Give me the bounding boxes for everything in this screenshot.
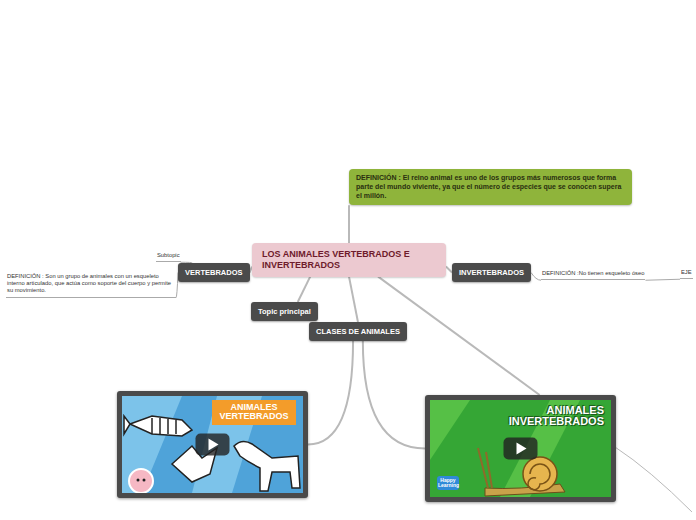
video-thumbnail: ANIMALES VERTEBRADOS (117, 391, 308, 498)
node-text: INVERTEBRADOS (459, 268, 524, 277)
thumbnail-title: ANIMALES VERTEBRADOS (212, 400, 296, 425)
subtopic-text: EJE (680, 268, 693, 279)
connector (308, 341, 353, 445)
node-text: VERTEBRADOS (185, 268, 243, 277)
node-text: CLASES DE ANIMALES (316, 327, 400, 336)
definition-text: DEFINICIÓN :No tienen esqueleto óseo (541, 269, 645, 280)
topic-box: Topic principal (251, 302, 318, 321)
topic-box: CLASES DE ANIMALES (309, 322, 407, 341)
node-text: DEFINICIÓN : El reino animal es uno de l… (356, 174, 625, 200)
subtopic-text: Subtopic (156, 251, 181, 262)
central-topic: LOS ANIMALES VERTEBRADOS E INVERTEBRADOS (252, 243, 446, 277)
node-text: Topic principal (258, 307, 311, 316)
connector (348, 205, 350, 243)
connector (363, 341, 425, 449)
video-thumbnail: ANIMALES INVERTEBRADOS Happy Learning (425, 395, 616, 502)
connector (645, 279, 680, 280)
definition-box: DEFINICIÓN : El reino animal es uno de l… (349, 169, 632, 205)
topic-box: INVERTEBRADOS (452, 263, 531, 282)
node-text: DEFINICIÓN : Son un grupo de animales co… (7, 273, 175, 295)
node-text: LOS ANIMALES VERTEBRADOS E INVERTEBRADOS (262, 249, 436, 271)
play-button (504, 438, 538, 460)
thumbnail-title: ANIMALES INVERTEBRADOS (474, 405, 604, 427)
leader-line (615, 447, 692, 512)
node-text: DEFINICIÓN :No tienen esqueleto óseo (542, 270, 644, 277)
connector (298, 277, 310, 302)
play-button (196, 434, 230, 456)
connector (531, 273, 541, 281)
connector (349, 277, 358, 322)
thumbnail-title: Happy Learning (437, 476, 459, 490)
topic-box: VERTEBRADOS (178, 263, 250, 282)
definition-text: DEFINICIÓN : Son un grupo de animales co… (6, 272, 176, 298)
node-text: Subtopic (157, 252, 180, 259)
node-text: EJE (681, 269, 692, 276)
